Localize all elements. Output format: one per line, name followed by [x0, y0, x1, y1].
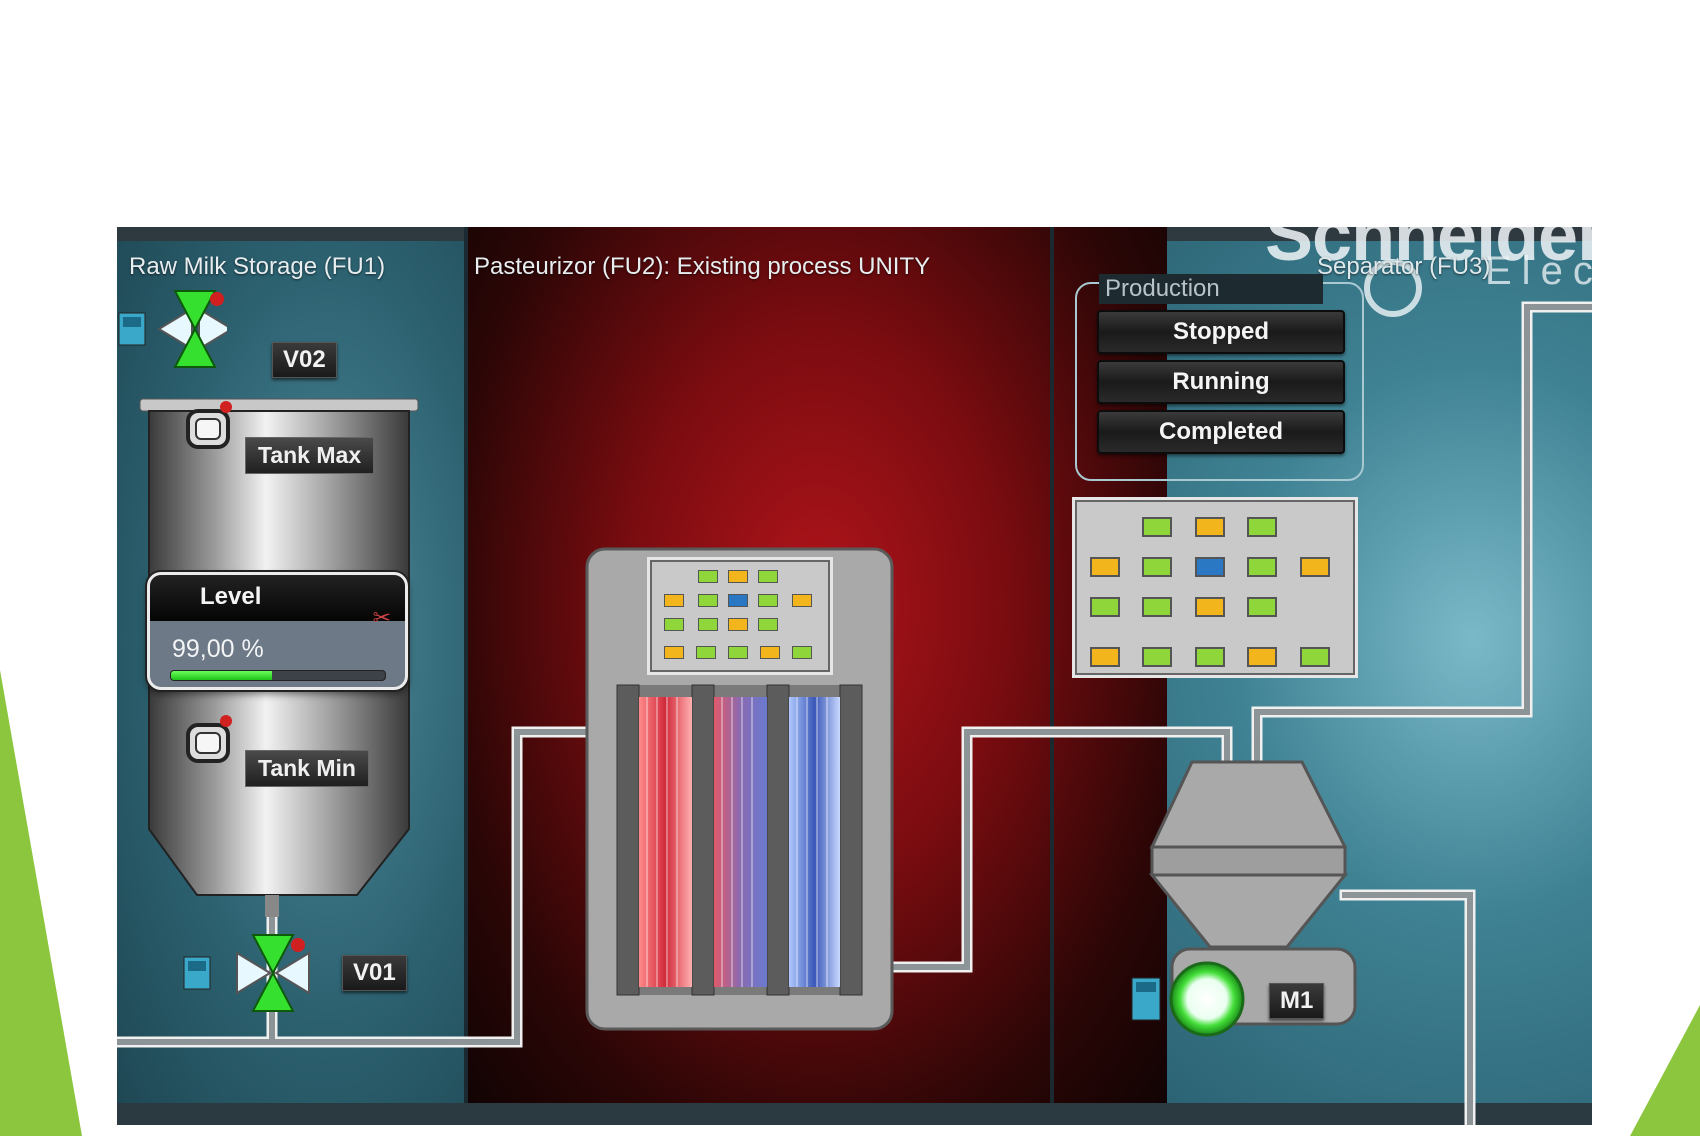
valve-v01-tag: V01	[342, 955, 407, 991]
status-cell	[664, 618, 684, 631]
motor-m1-tag: M1	[1269, 983, 1325, 1019]
status-cell	[1195, 597, 1225, 617]
pasteurizer-status-grid	[647, 557, 833, 675]
status-cell	[1247, 597, 1277, 617]
status-cell	[728, 594, 748, 607]
valve-v01-icon[interactable]	[182, 927, 322, 1017]
scada-hmi-screen: Raw Milk Storage (FU1) Pasteurizor (FU2)…	[117, 227, 1592, 1125]
production-header: Production	[1099, 274, 1323, 304]
fu1-title: Raw Milk Storage (FU1)	[129, 253, 386, 280]
motor-running-indicator	[1169, 961, 1245, 1037]
status-cell	[1090, 597, 1120, 617]
motor-control-icon[interactable]	[1130, 970, 1164, 1024]
tank-max-label: Tank Max	[245, 437, 375, 474]
status-cell	[758, 618, 778, 631]
status-cell	[1247, 647, 1277, 667]
status-cell	[1247, 517, 1277, 537]
separator-status-grid	[1072, 497, 1358, 678]
brand-logo-text: Schneider	[1265, 227, 1592, 276]
status-cell	[698, 594, 718, 607]
slide-accent-right	[1630, 1005, 1700, 1136]
status-cell	[664, 594, 684, 607]
level-value: 99,00 %	[172, 635, 264, 663]
status-cell	[664, 646, 684, 659]
level-display: Level ✂ 99,00 %	[147, 572, 408, 690]
status-cell	[760, 646, 780, 659]
tank-min-sensor-icon	[186, 715, 232, 763]
status-cell	[792, 594, 812, 607]
production-panel: Production Stopped Running Completed	[1075, 274, 1364, 481]
status-cell	[728, 570, 748, 583]
fu3-title: Separator (FU3)	[1317, 253, 1491, 280]
settings-tool-icon[interactable]: ✂	[372, 605, 391, 630]
status-cell	[1300, 557, 1330, 577]
fu2-title: Pasteurizor (FU2): Existing process UNIT…	[474, 253, 931, 280]
panel-divider	[1050, 227, 1054, 1125]
status-cell	[1142, 557, 1172, 577]
status-cell	[1142, 517, 1172, 537]
heat-section-hot	[639, 697, 692, 987]
valve-v02-tag: V02	[272, 342, 337, 378]
status-cell	[698, 570, 718, 583]
level-progress-fill	[171, 671, 272, 680]
panel-divider	[464, 227, 468, 1125]
production-completed-button[interactable]: Completed	[1097, 410, 1345, 454]
status-cell	[1195, 557, 1225, 577]
status-cell	[1247, 557, 1277, 577]
status-cell	[1142, 597, 1172, 617]
status-cell	[1142, 647, 1172, 667]
status-cell	[698, 618, 718, 631]
status-cell	[792, 646, 812, 659]
level-label: Level	[150, 575, 405, 621]
valve-v02-icon[interactable]	[117, 283, 227, 373]
slide-accent-left	[0, 670, 82, 1136]
status-cell	[1195, 647, 1225, 667]
status-cell	[758, 594, 778, 607]
tank-min-label: Tank Min	[245, 750, 369, 787]
status-cell	[1090, 647, 1120, 667]
status-cell	[1090, 557, 1120, 577]
status-cell	[1300, 647, 1330, 667]
status-cell	[728, 646, 748, 659]
heat-section-regen	[714, 697, 767, 987]
status-cell	[1195, 517, 1225, 537]
status-cell	[758, 570, 778, 583]
level-progress-bar	[170, 670, 386, 681]
heat-section-cool	[789, 697, 840, 987]
brand-logo-mark	[1364, 259, 1422, 317]
status-cell	[728, 618, 748, 631]
status-cell	[696, 646, 716, 659]
hmi-bottom-strip	[117, 1103, 1592, 1125]
production-running-button[interactable]: Running	[1097, 360, 1345, 404]
brand-logo-subtext: Electric	[1485, 249, 1592, 293]
tank-max-sensor-icon	[186, 401, 232, 449]
production-stopped-button[interactable]: Stopped	[1097, 310, 1345, 354]
